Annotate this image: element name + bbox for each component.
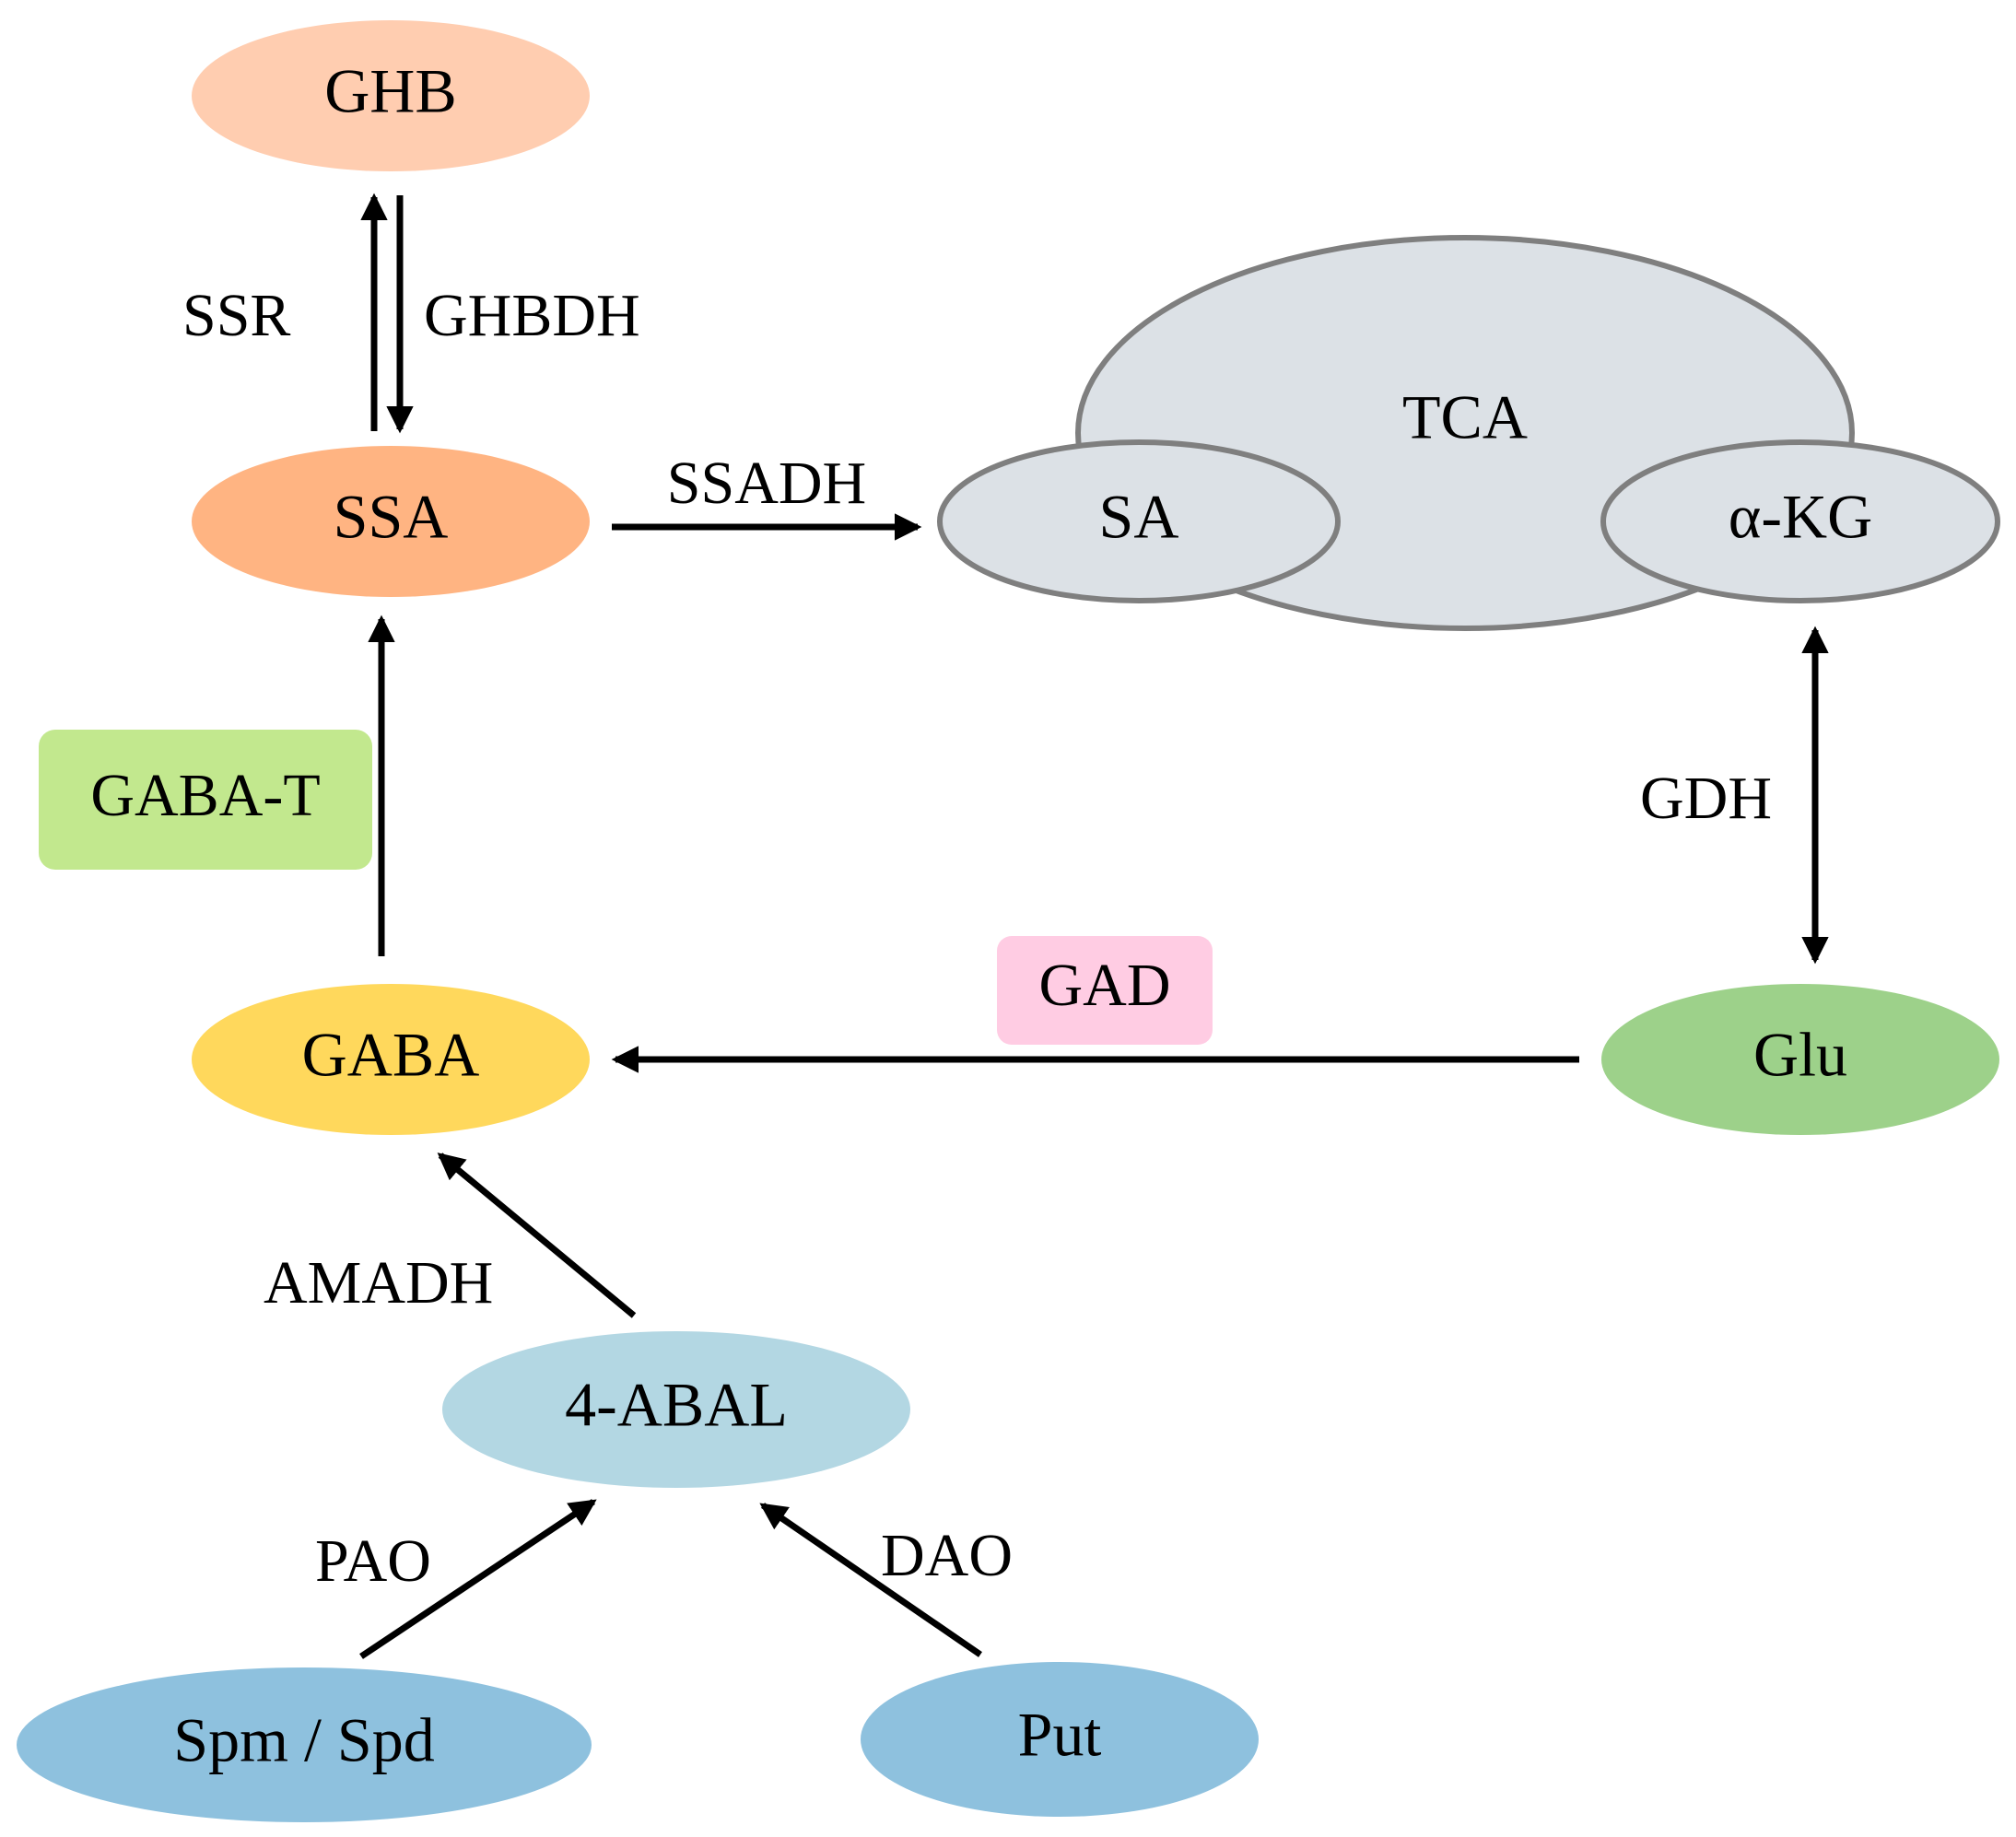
node-ssa — [192, 446, 590, 597]
node-spm-spd-label: Spm / Spd — [173, 1705, 434, 1775]
tca-label: TCA — [1402, 382, 1528, 452]
node-put-label: Put — [1018, 1700, 1102, 1770]
enzyme-pao: PAO — [315, 1527, 431, 1595]
node-ghb-label: GHB — [324, 56, 457, 126]
node-put — [861, 1662, 1259, 1817]
enzyme-gad-box — [997, 936, 1213, 1045]
arrow-4-abal-to-gaba — [437, 1153, 637, 1318]
enzyme-gdh: GDH — [1640, 765, 1772, 832]
node-ssa-label: SSA — [334, 482, 449, 552]
node-sa — [937, 439, 1341, 603]
tca-cycle: TCA SA α-KG — [937, 235, 2000, 631]
arrow-put-to-4-abal — [759, 1503, 982, 1657]
node-spm-spd — [17, 1667, 592, 1822]
enzyme-ghbdh: GHBDH — [424, 282, 640, 349]
enzyme-ssadh: SSADH — [667, 450, 866, 517]
node-akg-label: α-KG — [1729, 482, 1873, 552]
enzyme-gad: GAD — [1039, 952, 1171, 1019]
node-glu — [1601, 984, 1999, 1135]
node-ghb — [192, 20, 590, 171]
enzyme-dao: DAO — [881, 1522, 1013, 1589]
enzyme-gaba-t: GABA-T — [90, 762, 320, 829]
enzyme-ssr: SSR — [182, 282, 290, 349]
node-akg — [1600, 439, 2000, 603]
enzyme-amadh: AMADH — [264, 1249, 493, 1316]
enzyme-gaba-t-box — [39, 730, 372, 870]
arrow-spm-spd-to-4-abal — [359, 1499, 597, 1659]
node-sa-label: SA — [1099, 482, 1179, 552]
node-4-abal-label: 4-ABAL — [565, 1370, 788, 1440]
node-gaba-label: GABA — [302, 1020, 480, 1090]
node-4-abal — [442, 1331, 910, 1488]
node-gaba — [192, 984, 590, 1135]
node-glu-label: Glu — [1753, 1020, 1847, 1090]
